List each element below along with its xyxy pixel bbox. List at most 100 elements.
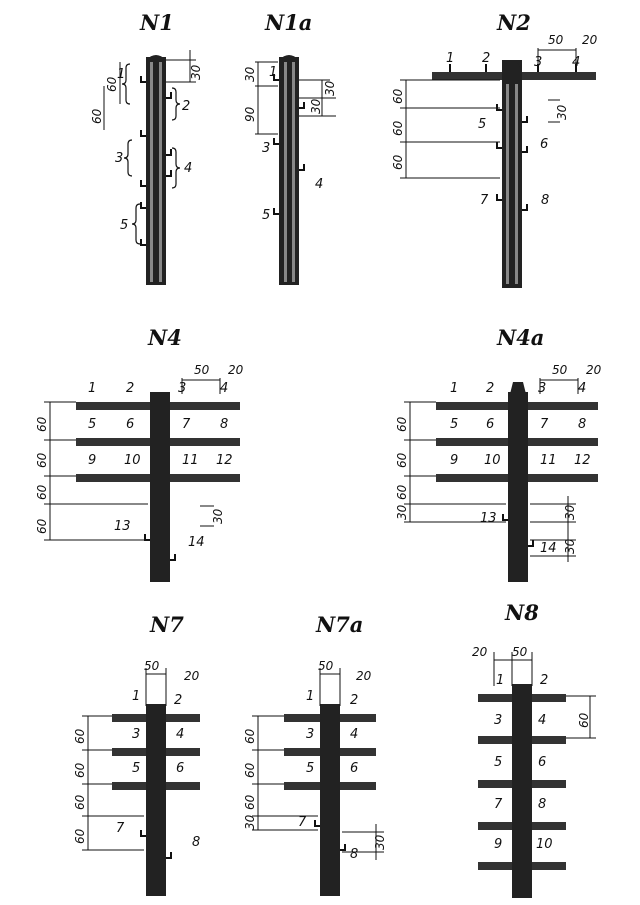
label-6: 6 — [176, 761, 184, 776]
diagram-n1: N1 1 2 3 4 5 30 60 60 — [90, 10, 203, 285]
dim-60: 60 — [105, 76, 119, 92]
label-5: 5 — [450, 417, 458, 432]
label-5: 5 — [478, 117, 486, 132]
label-14: 14 — [540, 541, 557, 556]
label-11: 11 — [182, 453, 199, 468]
label-4: 4 — [578, 381, 586, 396]
dim-60: 60 — [35, 484, 49, 500]
label-3: 3 — [538, 381, 546, 396]
label-1: 1 — [88, 381, 96, 396]
label-8: 8 — [578, 417, 586, 432]
label-8: 8 — [192, 835, 200, 850]
label-7: 7 — [116, 821, 125, 836]
title-n2: N2 — [496, 10, 531, 35]
dim-60: 60 — [391, 120, 405, 136]
label-12: 12 — [574, 453, 591, 468]
label-3: 3 — [115, 151, 123, 166]
label-7: 7 — [494, 797, 503, 812]
dim-30: 30 — [555, 104, 569, 120]
title-n4: N4 — [147, 325, 182, 350]
label-4: 4 — [538, 713, 546, 728]
dim-60: 60 — [395, 452, 409, 468]
label-14: 14 — [188, 535, 205, 550]
label-6: 6 — [540, 137, 548, 152]
dim-30: 30 — [243, 66, 257, 82]
label-2: 2 — [350, 693, 358, 708]
diagram-n8: N8 1 2 3 4 5 6 7 8 9 10 20 50 60 — [472, 600, 596, 898]
diagram-n2: N2 1 2 3 4 5 6 7 8 50 20 60 60 60 30 — [391, 10, 598, 288]
dim-30: 30 — [189, 64, 203, 80]
label-5: 5 — [132, 761, 140, 776]
insulators — [140, 76, 172, 246]
label-4: 4 — [184, 161, 192, 176]
label-1: 1 — [446, 51, 454, 66]
label-10: 10 — [124, 453, 141, 468]
label-5: 5 — [494, 755, 502, 770]
pole — [508, 392, 528, 582]
label-5: 5 — [306, 761, 314, 776]
dim-30: 30 — [243, 814, 257, 830]
dim-60: 60 — [577, 712, 591, 728]
label-10: 10 — [536, 837, 553, 852]
dim-60: 60 — [243, 762, 257, 778]
diagram-n4a: N4a 1 2 3 4 5 6 7 8 9 10 11 12 13 14 50 … — [395, 325, 602, 582]
insulators — [273, 74, 305, 215]
title-n7a: N7a — [315, 612, 363, 637]
diagram-n7a: N7a 1 2 3 4 5 6 7 8 50 20 60 60 60 30 30 — [243, 612, 387, 896]
dim-30: 30 — [323, 80, 337, 96]
diagram-n7: N7 1 2 3 4 5 6 7 8 50 20 60 60 60 60 — [73, 612, 200, 896]
title-n1: N1 — [139, 10, 174, 35]
label-3: 3 — [132, 727, 140, 742]
pole — [146, 57, 166, 285]
dim-60: 60 — [73, 728, 87, 744]
label-6: 6 — [486, 417, 494, 432]
label-8: 8 — [541, 193, 549, 208]
dim-90: 90 — [243, 106, 257, 122]
label-8: 8 — [220, 417, 228, 432]
dim-50: 50 — [552, 363, 568, 377]
dim-20: 20 — [472, 645, 488, 659]
dim-30: 30 — [563, 538, 577, 554]
label-8: 8 — [538, 797, 546, 812]
label-6: 6 — [538, 755, 546, 770]
title-n4a: N4a — [496, 325, 544, 350]
dim-60: 60 — [391, 154, 405, 170]
dim-60: 60 — [391, 88, 405, 104]
label-2: 2 — [486, 381, 494, 396]
label-9: 9 — [494, 837, 502, 852]
dim-60: 60 — [90, 108, 104, 124]
dim-20: 20 — [586, 363, 602, 377]
label-3: 3 — [494, 713, 502, 728]
diagram-n1a: N1a 1 3 4 5 30 90 30 30 — [243, 10, 337, 285]
label-4: 4 — [220, 381, 228, 396]
dim-50: 50 — [144, 659, 160, 673]
dim-50: 50 — [548, 33, 564, 47]
label-2: 2 — [182, 99, 190, 114]
label-4: 4 — [315, 177, 323, 192]
label-1: 1 — [269, 65, 277, 80]
dim-60: 60 — [73, 794, 87, 810]
label-1: 1 — [496, 673, 504, 688]
label-3: 3 — [306, 727, 314, 742]
dim-60: 60 — [35, 416, 49, 432]
dim-60: 60 — [73, 762, 87, 778]
label-4: 4 — [350, 727, 358, 742]
label-1: 1 — [306, 689, 314, 704]
dim-30: 30 — [309, 98, 323, 114]
dim-30: 30 — [395, 504, 409, 520]
label-2: 2 — [126, 381, 134, 396]
dim-30: 30 — [373, 834, 387, 850]
dim-20: 20 — [582, 33, 598, 47]
diagram-n4: N4 1 2 3 4 5 6 7 8 9 10 11 12 13 14 50 2… — [35, 325, 244, 582]
label-1: 1 — [117, 67, 125, 82]
dim-50: 50 — [318, 659, 334, 673]
dim-30: 30 — [211, 508, 225, 524]
title-n8: N8 — [504, 600, 539, 625]
label-12: 12 — [216, 453, 233, 468]
label-5: 5 — [88, 417, 96, 432]
label-2: 2 — [482, 51, 490, 66]
pole — [279, 57, 299, 285]
label-5: 5 — [120, 218, 128, 233]
pole — [512, 684, 532, 898]
